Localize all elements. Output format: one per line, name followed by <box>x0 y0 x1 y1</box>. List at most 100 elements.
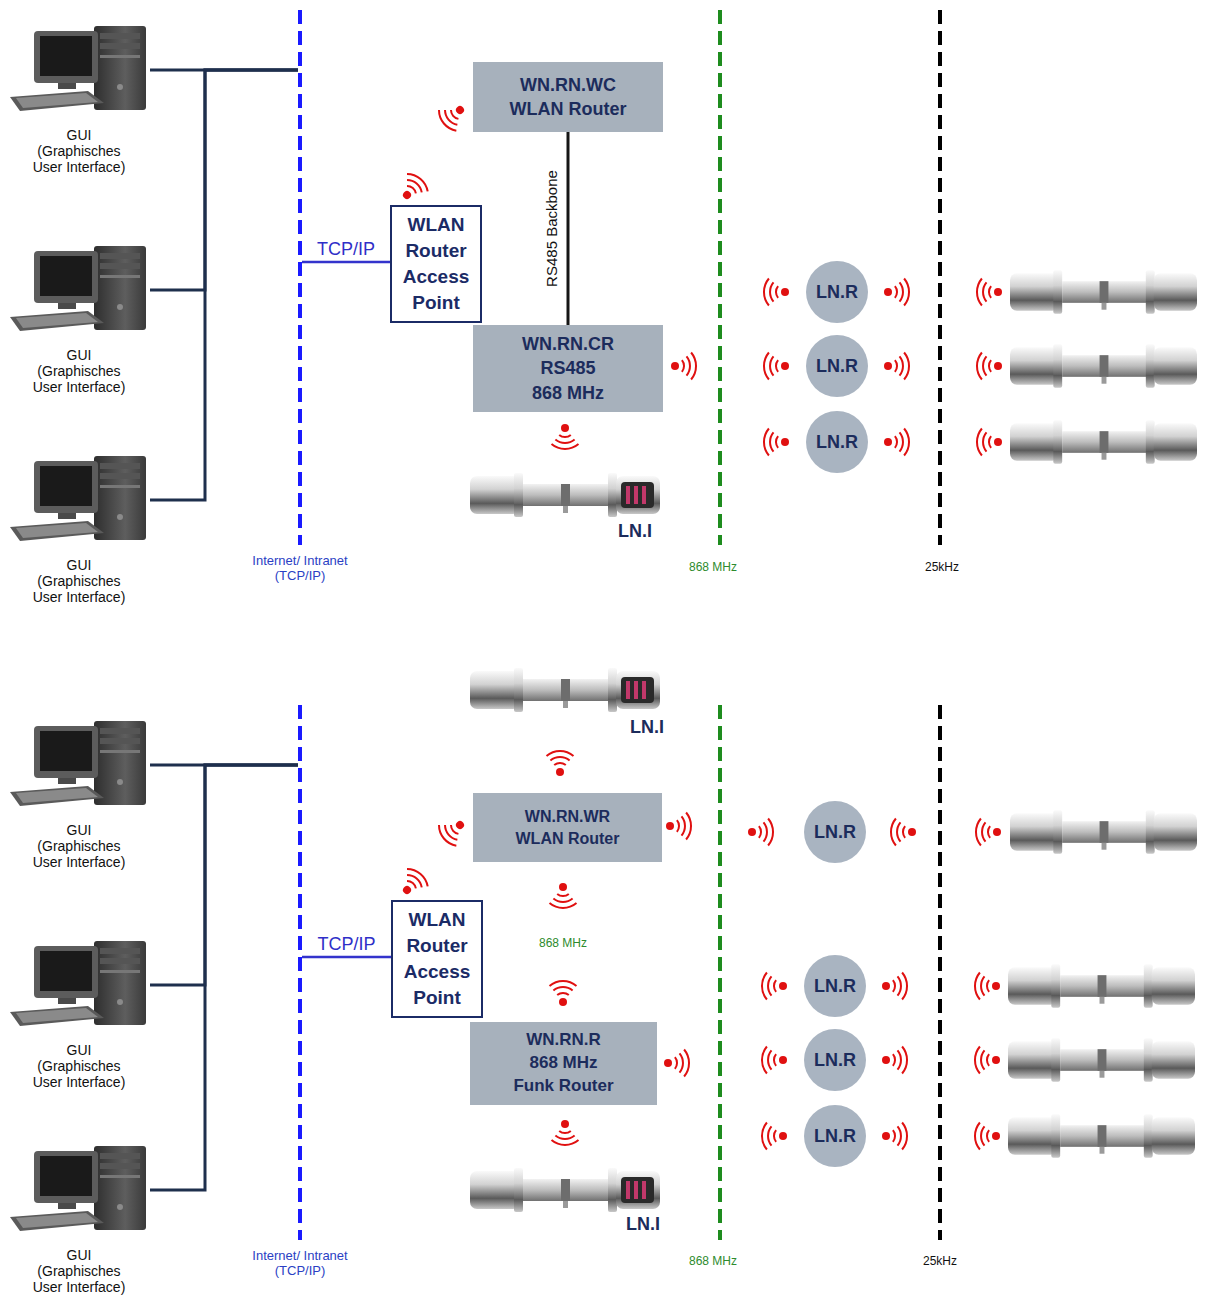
repeater-circle: LN.R <box>806 261 868 323</box>
connector-line <box>150 765 298 985</box>
zone-line <box>718 10 722 545</box>
radio-wave <box>762 1123 787 1150</box>
computer-icon <box>8 720 150 808</box>
node-text: LN.R <box>814 822 856 843</box>
radio-wave <box>550 981 577 1006</box>
radio-wave <box>552 1120 579 1145</box>
computer-icon <box>10 1146 146 1231</box>
lock-cylinder <box>1008 1114 1195 1157</box>
computer-icon <box>8 1145 150 1233</box>
connector-label: RS485 Backbone <box>543 170 560 287</box>
gui-workstation: GUI(Graphisches User Interface) <box>8 1145 150 1295</box>
node-text: (Graphisches User Interface) <box>27 1058 131 1090</box>
computer-icon <box>8 25 150 113</box>
repeater-circle <box>806 335 868 397</box>
node-text: WN.RN.R <box>526 1029 601 1052</box>
connector-line <box>150 765 298 1190</box>
radio-wave <box>764 353 789 380</box>
computer-icon <box>10 941 146 1026</box>
repeater-circle: LN.R <box>804 801 866 863</box>
zone-line <box>938 10 942 545</box>
node-text: 868 MHz <box>532 381 604 405</box>
connector-line <box>150 70 298 500</box>
repeater-circle: LN.R <box>806 411 868 473</box>
gui-workstation: GUI(Graphisches User Interface) <box>8 455 150 605</box>
gui-workstation: GUI(Graphisches User Interface) <box>8 25 150 175</box>
connector-line <box>150 70 298 290</box>
access-point-box: WLAN Router Access Point <box>390 205 482 323</box>
radio-wave <box>884 279 909 306</box>
radio-wave <box>976 819 1001 846</box>
repeater-circle <box>804 955 866 1017</box>
computer-icon <box>8 940 150 1028</box>
lock-cylinder <box>1010 420 1197 463</box>
radio-wave <box>882 1123 907 1150</box>
node-text: LN.R <box>816 432 858 453</box>
radio-wave <box>435 812 472 849</box>
repeater-circle: LN.R <box>804 1029 866 1091</box>
lock-cylinder <box>1010 810 1197 853</box>
repeater-circle: LN.R <box>804 955 866 1017</box>
node-text: GUI <box>27 822 131 838</box>
radio-wave <box>664 1050 689 1077</box>
lock-cylinder <box>1010 270 1197 313</box>
node-text: LN.R <box>814 976 856 997</box>
access-point-box: WLAN Router Access Point <box>391 900 483 1018</box>
computer-icon <box>10 26 146 111</box>
radio-wave <box>764 429 789 456</box>
radio-wave <box>550 883 577 908</box>
radio-waves <box>394 97 1002 1149</box>
radio-wave <box>884 353 909 380</box>
radio-wave <box>977 429 1002 456</box>
node-text: GUI <box>27 557 131 573</box>
radio-wave <box>547 751 574 776</box>
zone-lines <box>720 10 940 1240</box>
node-text: LN.R <box>814 1126 856 1147</box>
radio-wave <box>671 353 696 380</box>
lock-cylinders <box>470 270 1197 1212</box>
node-text: (Graphisches User Interface) <box>27 838 131 870</box>
radio-wave <box>977 279 1002 306</box>
router-box: WN.RN.WCWLAN Router <box>473 62 663 132</box>
node-text: GUI <box>27 1247 131 1263</box>
node-text: GUI <box>27 127 131 143</box>
node-text: (Graphisches User Interface) <box>27 1263 131 1295</box>
node-text: WN.RN.WC <box>520 73 616 97</box>
radio-wave <box>748 819 773 846</box>
node-text: WLAN Router <box>510 97 627 121</box>
node-text: (Graphisches User Interface) <box>27 573 131 605</box>
frequency-label: 868 MHz <box>539 936 587 950</box>
router-box: WN.RN.R868 MHzFunk Router <box>470 1022 657 1105</box>
radio-wave <box>882 973 907 1000</box>
radio-wave <box>884 429 909 456</box>
radio-wave <box>394 170 431 207</box>
device-label: LN.I <box>618 521 652 542</box>
connector-label: TCP/IP <box>317 934 375 955</box>
device-label: LN.I <box>626 1214 660 1235</box>
zone-line <box>718 705 722 1240</box>
gui-workstation: GUI(Graphisches User Interface) <box>8 245 150 395</box>
radio-wave <box>975 1123 1000 1150</box>
frequency-label: 868 MHz <box>689 1254 737 1268</box>
lock-cylinder <box>470 668 660 712</box>
router-box: WN.RN.CRRS485868 MHz <box>473 325 663 412</box>
radio-wave <box>977 353 1002 380</box>
node-text: Internet/ Intranet (TCP/IP) <box>245 553 355 583</box>
lock-cylinder <box>470 1168 660 1212</box>
node-text: (Graphisches User Interface) <box>27 363 131 395</box>
network-line <box>298 10 302 545</box>
radio-wave <box>975 1047 1000 1074</box>
connector-line <box>302 956 391 959</box>
repeater-circle <box>804 1029 866 1091</box>
repeater-circle: LN.R <box>806 335 868 397</box>
network-line <box>298 10 302 545</box>
repeater-circle: LN.R <box>804 1105 866 1167</box>
radio-wave <box>882 1047 907 1074</box>
node-text: GUI <box>27 347 131 363</box>
radio-wave <box>762 1047 787 1074</box>
network-line <box>298 705 302 1240</box>
gui-workstation: GUI(Graphisches User Interface) <box>8 940 150 1090</box>
lock-cylinder <box>470 473 660 517</box>
radio-wave <box>666 813 691 840</box>
radio-wave <box>764 279 789 306</box>
